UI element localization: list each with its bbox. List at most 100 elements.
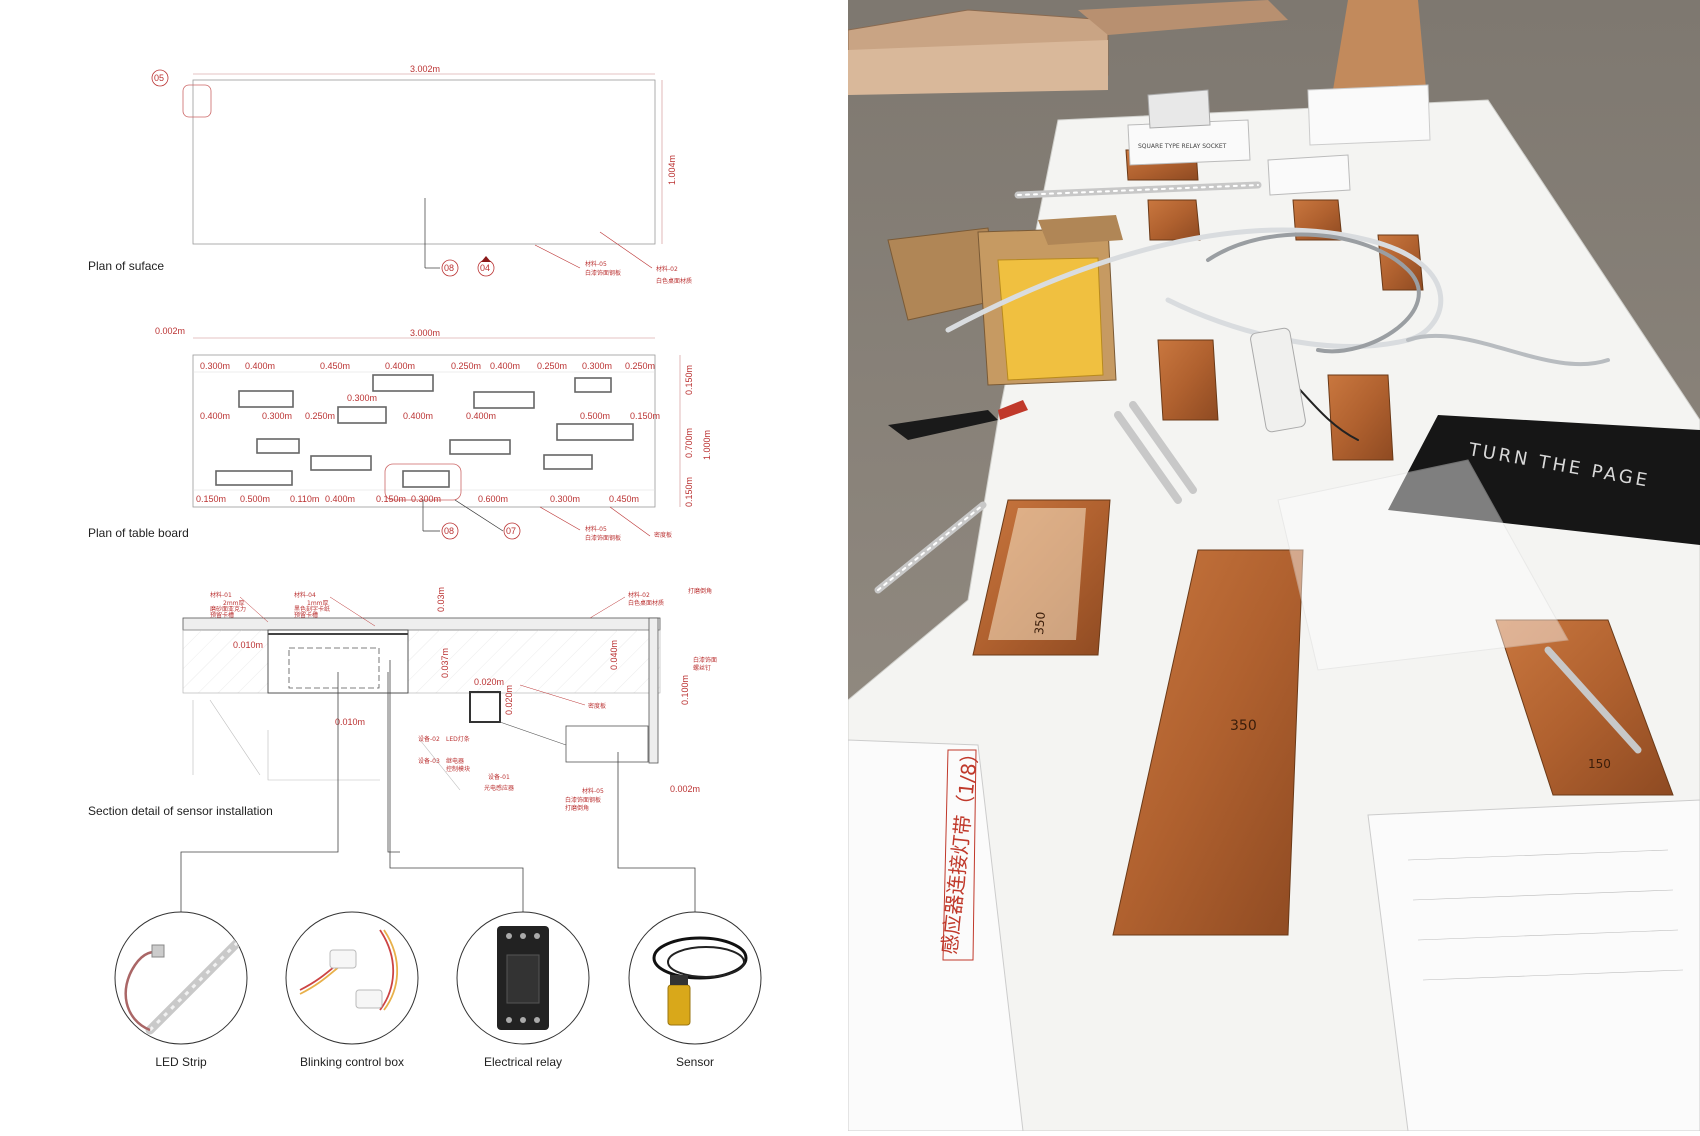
section-label-line: 控制模块 — [446, 765, 470, 773]
paper-documents: 感应器连接灯带（1/8） — [848, 739, 1700, 1131]
cut-mark-text: 350 — [1230, 718, 1257, 734]
cut-mark-text: 150 — [1588, 757, 1611, 771]
surface-title: Plan of suface — [88, 259, 164, 273]
component-label: Sensor — [676, 1055, 714, 1069]
board-row3-dim: 0.300m — [262, 411, 292, 421]
board-row1-dim: 0.400m — [490, 361, 520, 371]
cut-mark-text: 350 — [1032, 611, 1048, 635]
board-row1-dim: 0.400m — [385, 361, 415, 371]
surface-note-desc-1: 白漆饰面钢板 — [585, 269, 621, 277]
workshop-photo: 350 350 150 SQUARE TYPE RELAY SOCKET — [848, 0, 1700, 1131]
surface-note-code-2: 材料-02 — [656, 265, 678, 273]
section-dim: 0.010m — [233, 640, 263, 650]
section-dim: 0.020m — [474, 677, 504, 687]
section-label-line: 2mm厚 — [223, 600, 245, 607]
board-row1-dim: 0.300m — [582, 361, 612, 371]
box-label: SQUARE TYPE RELAY SOCKET — [1138, 143, 1227, 150]
board-height-dim: 1.000m — [702, 430, 712, 460]
surface-width-dim: 3.002m — [410, 64, 440, 74]
board-right-dim: 0.700m — [684, 428, 694, 458]
component-label: Electrical relay — [484, 1055, 562, 1069]
relay-icon — [497, 926, 549, 1030]
board-row4-dim: 0.110m — [290, 494, 319, 504]
component-label: LED Strip — [155, 1055, 207, 1069]
section-label-line: 白色桌面材质 — [628, 599, 664, 607]
board-row3-dim: 0.500m — [580, 411, 610, 421]
surface-tag-04: 04 — [480, 263, 490, 273]
section-label-line: 螺丝钉 — [693, 664, 711, 672]
component-leaders — [180, 660, 696, 912]
table-cutouts: 350 350 150 — [972, 149, 1674, 936]
sensor-icon — [652, 936, 748, 1026]
section-label-line: 预留卡槽 — [210, 611, 234, 619]
section-label-line: 密度板 — [588, 702, 606, 710]
board-row3-dim: 0.400m — [466, 411, 496, 421]
surface-tag-08: 08 — [444, 263, 454, 273]
section-dim: 0.037m — [440, 648, 450, 678]
section-detail: 0.010m 0.037m 0.040m 0.020m 0.020m 0.100… — [88, 587, 717, 818]
board-top-offset: 0.002m — [155, 326, 185, 336]
section-label-line: 黑色刻字卡纸 — [294, 605, 330, 613]
board-row1-dim: 0.250m — [537, 361, 567, 371]
turn-the-page-card: TURN THE PAGE — [1388, 415, 1700, 545]
led-strips — [874, 181, 1642, 754]
board-row1-dim: 0.300m — [200, 361, 230, 371]
board-note-desc-2: 密度板 — [654, 531, 672, 539]
cables — [945, 227, 1610, 441]
board-row4-dim: 0.500m — [240, 494, 270, 504]
board-dims-row-4: 0.150m 0.500m 0.110m 0.400m 0.150m 0.300… — [196, 494, 639, 504]
section-label-code: 设备-02 — [418, 735, 440, 743]
acrylic-sheet — [1277, 459, 1569, 671]
board-row3-dim: 0.400m — [403, 411, 433, 421]
board-row4-dim: 0.300m — [550, 494, 580, 504]
surface-note-desc-2: 白色桌面材质 — [656, 277, 692, 285]
section-label-line: LED灯条 — [446, 735, 470, 743]
board-row4-dim: 0.150m — [196, 494, 226, 504]
section-dim: 0.100m — [680, 675, 690, 705]
section-label-line: 打磨倒角 — [565, 804, 589, 812]
section-title: Section detail of sensor installation — [88, 804, 273, 818]
board-dims-row-1: 0.300m 0.400m 0.450m 0.400m 0.250m 0.400… — [200, 361, 655, 371]
pliers — [888, 400, 1028, 440]
board-tag-08: 08 — [444, 526, 454, 536]
board-right-dim: 0.150m — [684, 477, 694, 507]
board-width-dim: 3.000m — [410, 328, 440, 338]
control-box-icon — [299, 929, 399, 1011]
board-row1-dim: 0.250m — [451, 361, 481, 371]
board-title: Plan of table board — [88, 526, 189, 540]
board-row3-dim: 0.150m — [630, 411, 660, 421]
section-label-line: 白漆饰面 — [693, 656, 717, 664]
component-led-strip: LED Strip — [114, 911, 248, 1069]
section-label-line: 白漆饰面钢板 — [565, 796, 601, 804]
surface-note-code-1: 材料-05 — [585, 260, 607, 268]
board-note-desc: 白漆饰面钢板 — [585, 534, 621, 542]
section-label-code: 材料-04 — [294, 591, 316, 599]
board-row4-dim: 0.150m — [376, 494, 406, 504]
section-label-code: 设备-01 — [488, 773, 510, 781]
board-right-dim: 0.150m — [684, 365, 694, 395]
board-row3-dim: 0.250m — [305, 411, 335, 421]
power-strip — [1250, 327, 1306, 433]
led-strip-icon — [124, 935, 245, 1035]
component-control-box: Blinking control box — [285, 911, 419, 1069]
technical-drawings-panel: 3.002m 1.004m 05 08 04 材料-05 白漆饰面钢板 材料-0… — [0, 0, 848, 1131]
board-row1-dim: 0.450m — [320, 361, 350, 371]
component-sensor: Sensor — [628, 911, 762, 1069]
section-dim: 0.040m — [609, 640, 619, 670]
section-dim: 0.020m — [504, 685, 514, 715]
board-row4-dim: 0.600m — [478, 494, 508, 504]
surface-height-dim: 1.004m — [667, 155, 677, 185]
board-row2-dim: 0.300m — [347, 393, 377, 403]
section-label-line: 1mm厚 — [307, 600, 329, 607]
section-label-line: 磨砂面亚克力 — [210, 605, 246, 613]
plan-of-table-board: 0.002m 3.000m 0.300m 0.400m 0.450m 0.4 — [88, 326, 712, 542]
section-label-line: 打磨倒角 — [688, 587, 712, 595]
section-label-code: 材料-02 — [628, 591, 650, 599]
product-boxes: SQUARE TYPE RELAY SOCKET — [1127, 84, 1431, 196]
board-dims-row-3: 0.400m 0.300m 0.250m 0.400m 0.400m 0.500… — [200, 411, 660, 421]
section-dim: 0.002m — [670, 784, 700, 794]
surface-tag-05: 05 — [154, 73, 164, 83]
section-label-line: 预留卡槽 — [294, 611, 318, 619]
board-row3-dim: 0.400m — [200, 411, 230, 421]
component-label: Blinking control box — [300, 1055, 404, 1069]
